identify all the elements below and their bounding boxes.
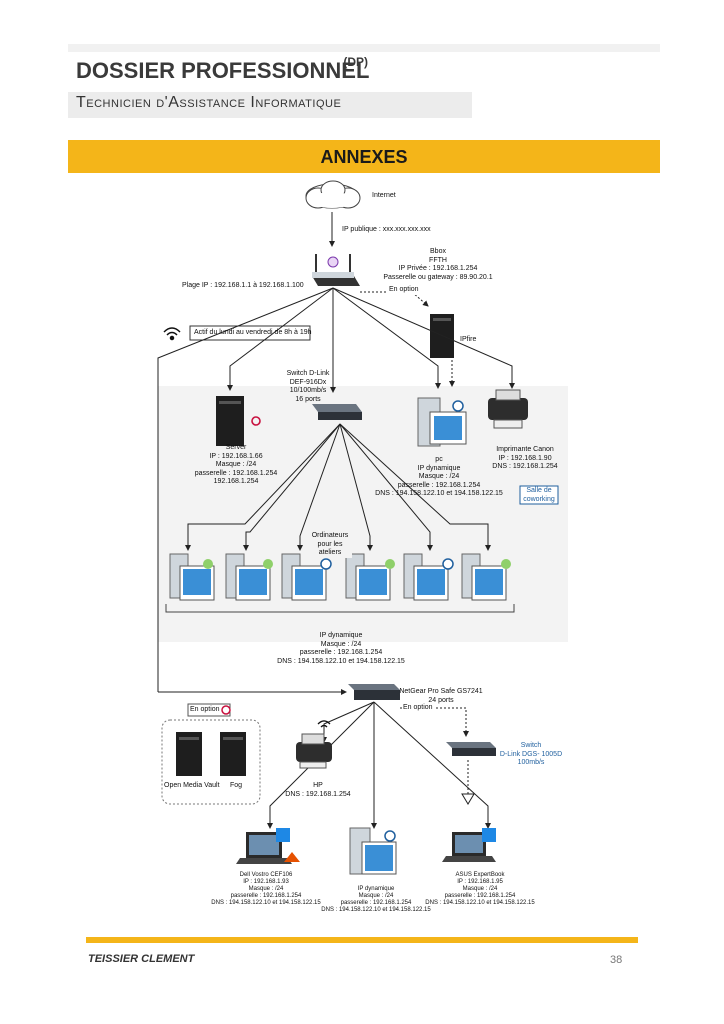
document-title: DOSSIER PROFESSIONNEL(DP): [76, 54, 370, 83]
footer-bar: [86, 937, 638, 943]
document-title-sup: (DP): [343, 54, 369, 69]
pc-icon: [417, 397, 467, 447]
asus-laptop-icon: [442, 828, 496, 862]
omv-server-icon: [176, 732, 202, 776]
atelier-pc-icon: [461, 553, 511, 601]
option-group: [161, 719, 261, 805]
hp-printer-icon: [296, 720, 332, 769]
ateliers-bracket: [165, 604, 515, 613]
en-option-label-2: En option: [402, 704, 434, 713]
server-icon: [216, 396, 261, 446]
atelier-pc-icon: [281, 553, 332, 601]
atelier-pc-icon: [345, 553, 395, 601]
switch-netgear-icon: [348, 684, 400, 700]
omv-label: Open Media Vault: [164, 782, 220, 789]
fog-label: Fog: [230, 782, 243, 789]
ipfire-label: IPfire: [460, 336, 477, 343]
desktop-icon: [349, 827, 397, 875]
plage-ip-label: Plage IP : 192.168.1.1 à 192.168.1.100: [182, 282, 304, 289]
ip-publique-label: IP publique : xxx.xxx.xxx.xxx: [342, 226, 431, 233]
network-diagram: Internet IP publique : xxx.xxx.xxx.xxx B…: [150, 176, 574, 920]
en-option-label: En option: [388, 286, 420, 295]
diagram-lines: [157, 180, 568, 875]
printer-icon: [488, 389, 528, 429]
wifi-schedule-label: Actif du lundi au vendredi de 8h à 19h: [194, 329, 312, 336]
cloud-icon: [305, 180, 361, 209]
atelier-pc-icon: [225, 553, 273, 601]
wifi-icon: [163, 327, 181, 341]
fog-server-icon: [220, 732, 246, 776]
switch-dlink-icon: [312, 404, 362, 420]
header-top-bar: [68, 44, 660, 52]
document-subtitle: Technicien d'Assistance Informatique: [76, 94, 342, 111]
footer-author: TEISSIER CLEMENT: [88, 953, 195, 965]
section-title: ANNEXES: [320, 147, 408, 167]
en-option-label-3: En option: [190, 706, 220, 713]
switch-dgs-icon: [446, 742, 496, 756]
section-banner: ANNEXES: [68, 140, 660, 173]
router-icon: [312, 254, 360, 286]
atelier-pc-icon: [403, 553, 454, 601]
dashed-arrow-head: [461, 793, 475, 805]
subtitle-bar: [68, 92, 472, 118]
salle-coworking-box: [519, 485, 559, 505]
page-number: 38: [610, 954, 623, 966]
debian-icon: [221, 705, 231, 715]
wifi-schedule-box: [189, 325, 311, 341]
internet-label: Internet: [372, 192, 396, 199]
dell-laptop-icon: [236, 828, 300, 864]
atelier-pc-icon: [169, 553, 215, 601]
atelier-pcs: [169, 553, 511, 601]
